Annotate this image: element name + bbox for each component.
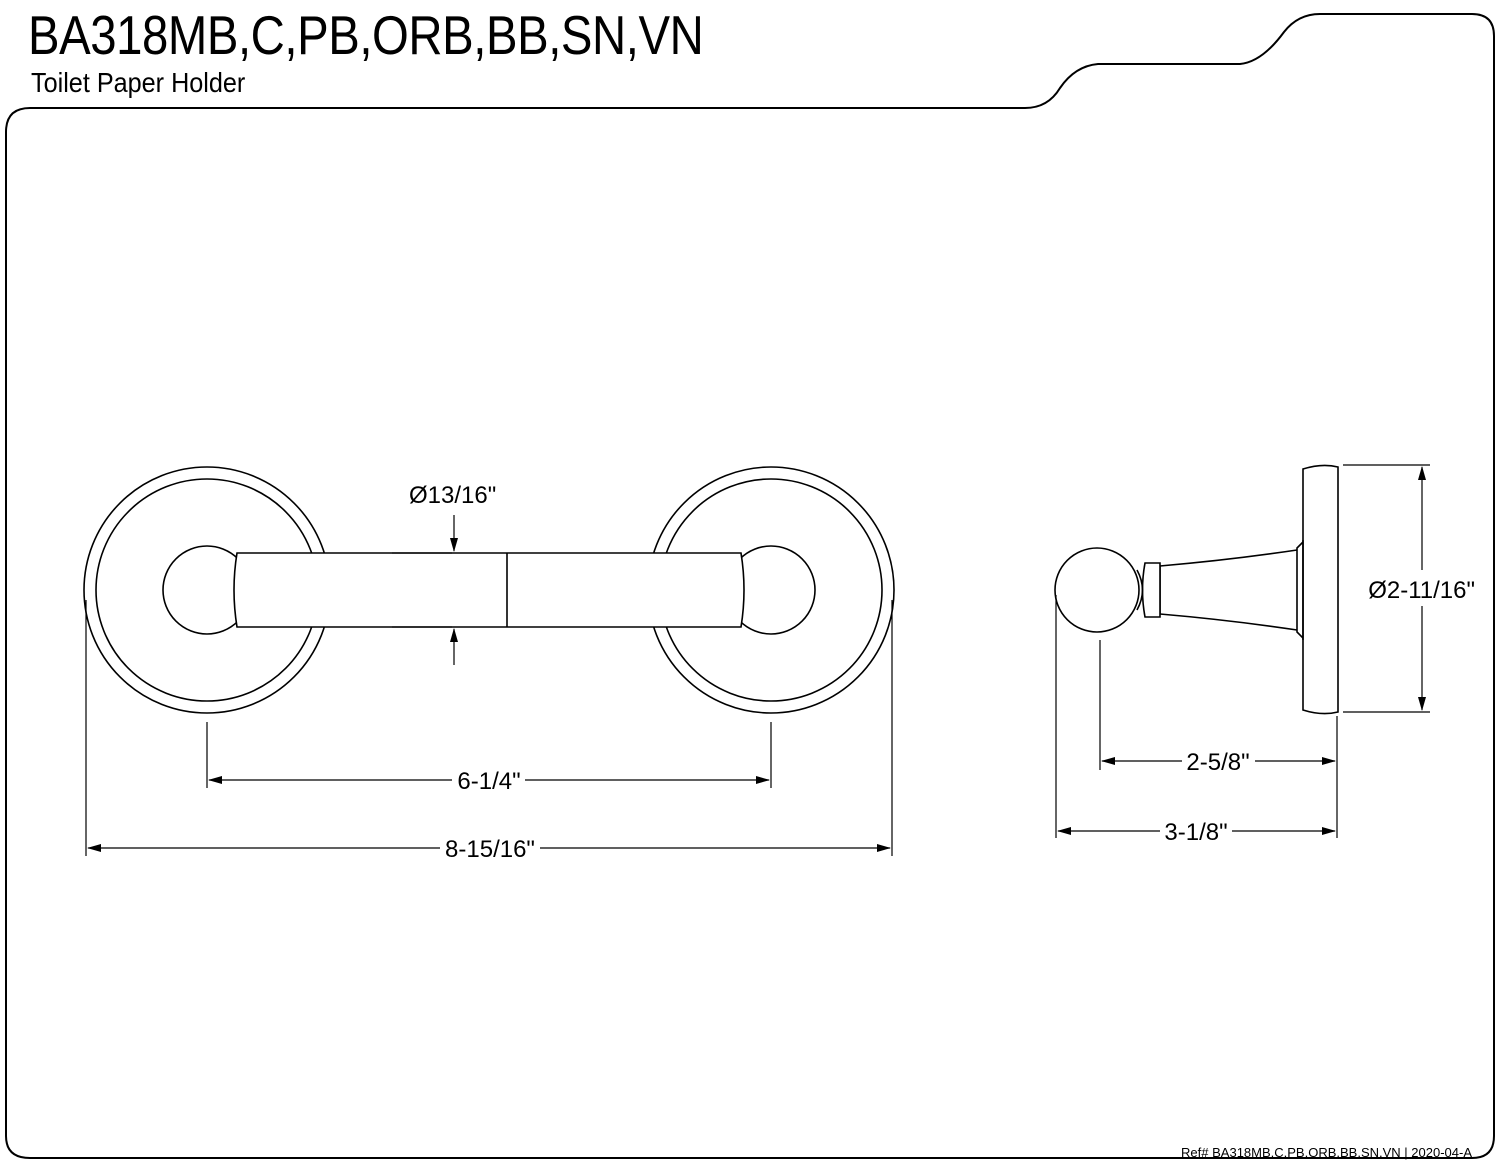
front-view bbox=[83, 466, 895, 714]
tube-diameter-label: Ø13/16" bbox=[409, 482, 496, 509]
post-knob bbox=[1054, 547, 1140, 633]
post-neck bbox=[1141, 562, 1161, 618]
post-spacing-label: 6-1/4" bbox=[457, 768, 520, 795]
side-dimensions bbox=[1055, 464, 1430, 838]
product-subtitle: Toilet Paper Holder bbox=[31, 67, 246, 98]
flange-collar bbox=[1296, 541, 1304, 639]
overall-width-label: 8-15/16" bbox=[445, 836, 535, 863]
reference-note: Ref# BA318MB,C,PB,ORB,BB,SN,VN | 2020-04… bbox=[1181, 1145, 1472, 1160]
projection-overall-label: 3-1/8" bbox=[1164, 819, 1227, 846]
projection-inner-label: 2-5/8" bbox=[1186, 749, 1249, 776]
drawing-border bbox=[5, 13, 1495, 1159]
post-body bbox=[1159, 549, 1298, 631]
post-ring bbox=[1136, 569, 1144, 611]
front-dimensions bbox=[85, 515, 893, 856]
side-view bbox=[1054, 464, 1339, 715]
tube-left bbox=[233, 552, 507, 628]
wall-flange bbox=[1302, 464, 1339, 715]
page-title: BA318MB,C,PB,ORB,BB,SN,VN bbox=[28, 4, 704, 66]
tube-right bbox=[507, 552, 745, 628]
flange-diameter-label: Ø2-11/16" bbox=[1368, 577, 1475, 604]
